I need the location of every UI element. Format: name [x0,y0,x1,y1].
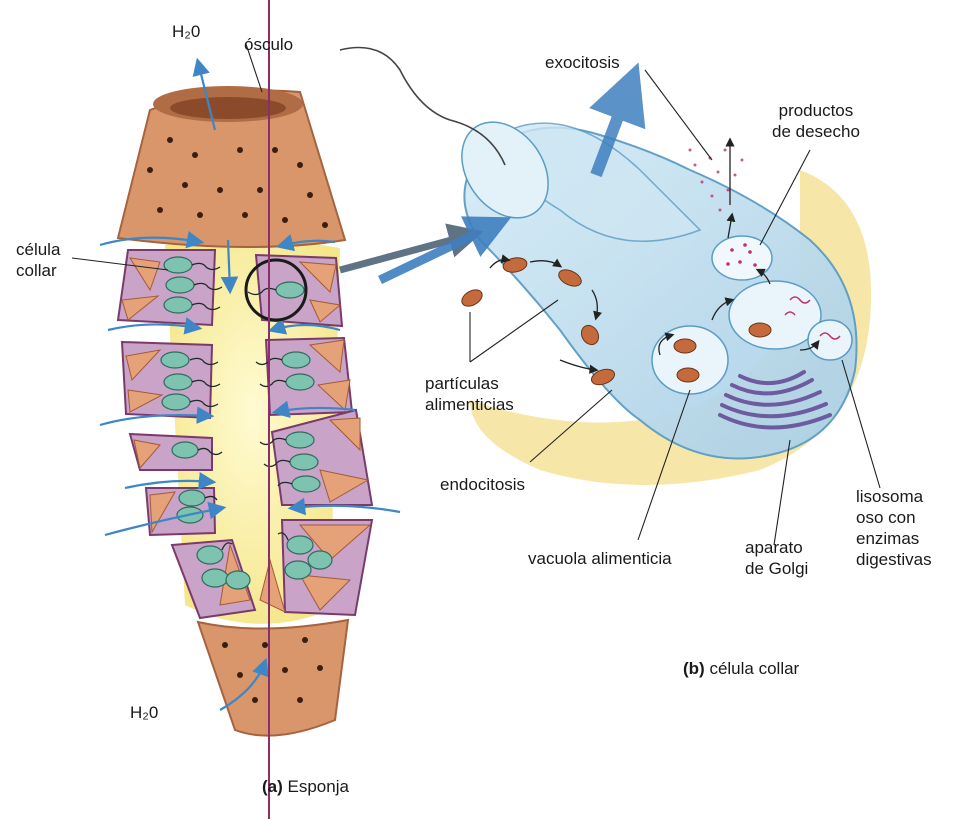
sponge-illustration [100,0,400,819]
label-exocitosis: exocitosis [545,52,620,73]
caption-b-tag: (b) [683,659,705,678]
digesting-vacuole [729,281,821,349]
caption-b-text: célula collar [709,659,799,678]
caption-a-text: Esponja [288,777,349,796]
food-vacuole [652,326,728,394]
label-osculo: ósculo [244,34,293,55]
label-productos: productos de desecho [772,100,860,142]
label-golgi: aparato de Golgi [745,537,808,579]
label-endocitosis: endocitosis [440,474,525,495]
label-particulas: partículas alimenticias [425,373,514,415]
caption-b: (b) célula collar [683,658,799,679]
sponge-top-rim [118,86,345,247]
label-vacuola: vacuola alimenticia [528,548,672,569]
caption-a: (a) Esponja [262,776,349,797]
label-h2o-bottom: H₂0 [130,702,158,723]
label-celula-collar: célula collar [16,239,60,281]
lysosome [808,320,852,360]
sponge-base [198,620,348,736]
label-h2o-top: H₂0 [172,21,200,42]
caption-a-tag: (a) [262,777,283,796]
digesting-particles [749,323,771,337]
label-lisosoma: lisosoma oso con enzimas digestivas [856,486,932,570]
